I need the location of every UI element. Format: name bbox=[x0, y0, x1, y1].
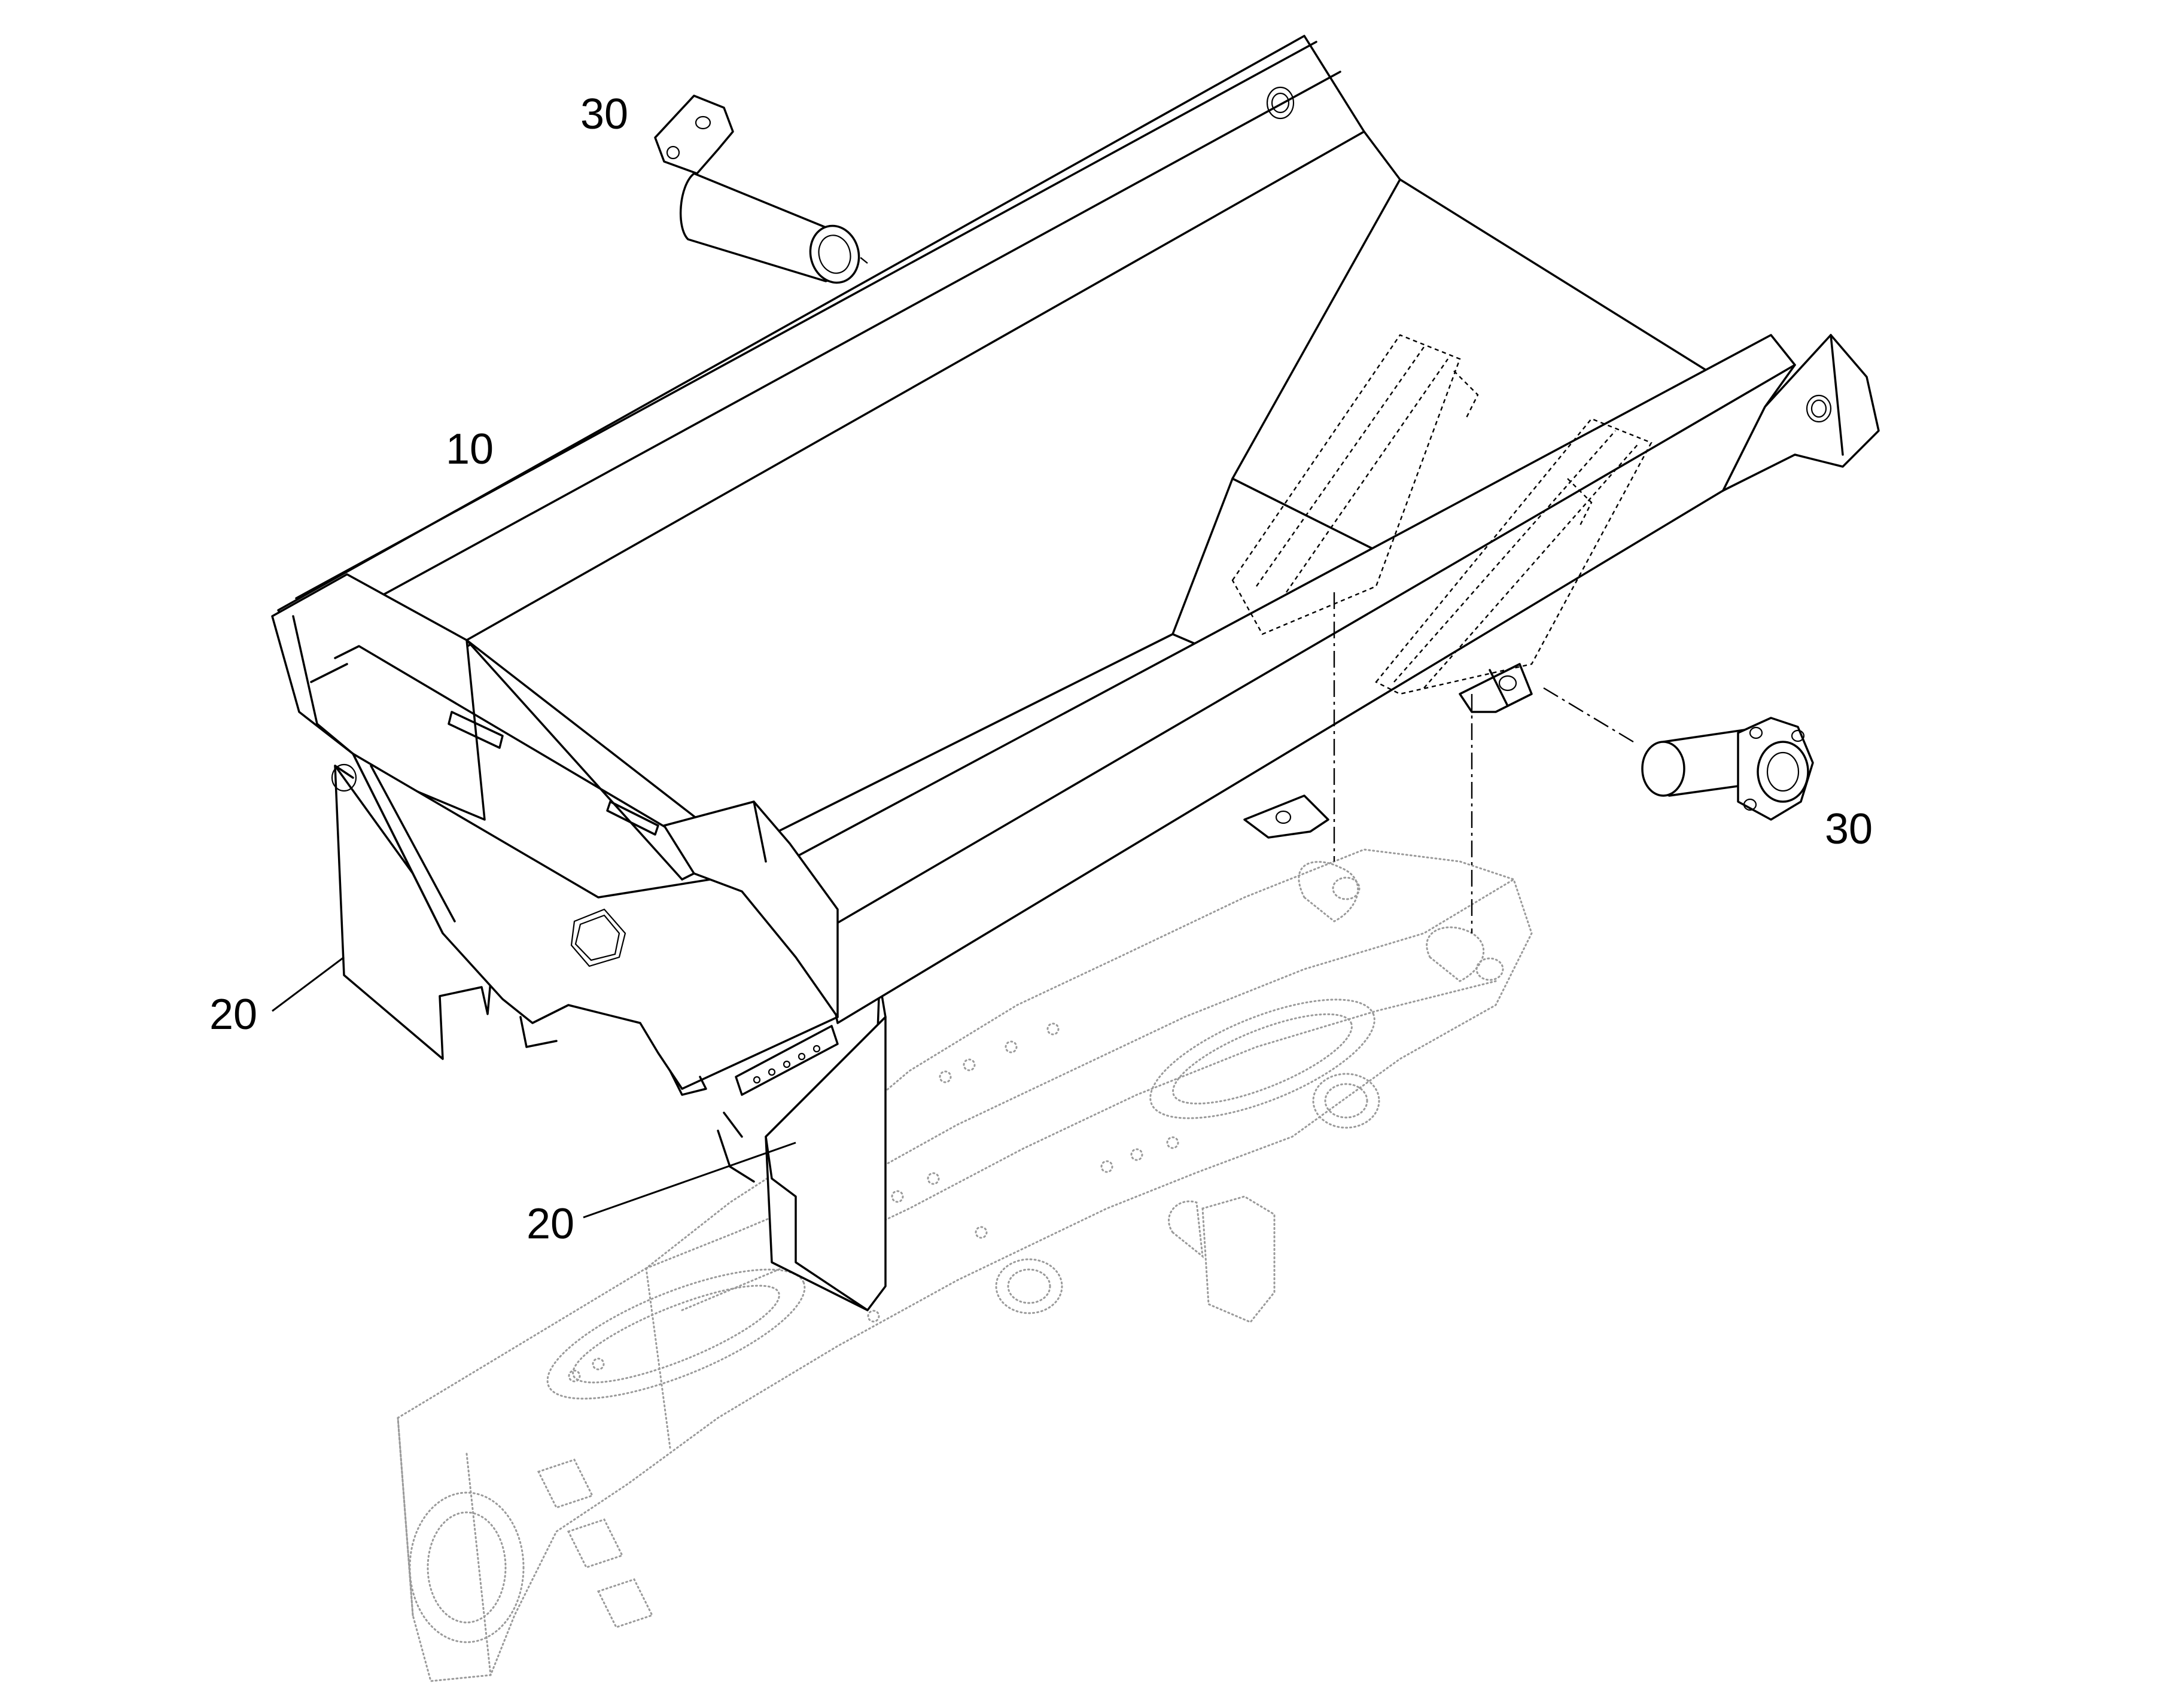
pivot-pin-icon bbox=[654, 95, 860, 284]
callout-item-10: 10 bbox=[446, 425, 494, 473]
bolster-frame-icon bbox=[271, 35, 1880, 1096]
bar-holes bbox=[753, 1045, 821, 1084]
mud-guard-plate-front bbox=[717, 980, 887, 1311]
callout-item-20-front: 20 bbox=[527, 1200, 574, 1248]
pivot-pin-icon bbox=[1641, 717, 1814, 821]
callout-item-30-right: 30 bbox=[1825, 805, 1873, 853]
callout-item-30-top: 30 bbox=[580, 90, 628, 138]
leader-lines bbox=[272, 956, 796, 1219]
callout-item-20-left: 20 bbox=[209, 991, 257, 1039]
